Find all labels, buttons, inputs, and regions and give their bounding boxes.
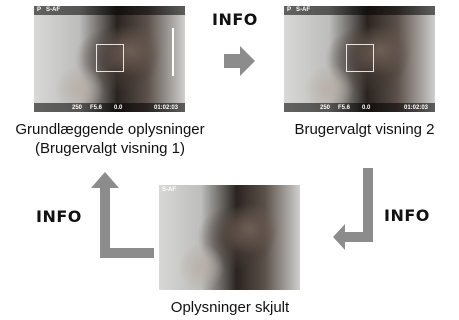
arrow-down-left-icon xyxy=(333,168,373,250)
caption-info-off: Oplysninger skjult xyxy=(170,299,290,316)
af-target xyxy=(346,44,374,72)
shutter-speed: 250 xyxy=(72,105,83,111)
mode-indicator: P xyxy=(287,7,292,13)
photo xyxy=(34,6,185,112)
bottom-info-bar xyxy=(34,103,185,112)
recording-time: 01:02:03 xyxy=(404,105,429,111)
caption-line-2: (Brugervalgt visning 1) xyxy=(34,140,186,157)
screen-basic-info: P S-AF 250 F5.6 0.0 01:02:03 xyxy=(34,6,185,112)
af-target xyxy=(96,44,124,72)
screen-info-off: S-AF xyxy=(159,185,300,290)
info-label-right: INFO xyxy=(384,206,430,225)
screen-custom-view-2: P S-AF 250 F5.6 0.0 01:02:03 xyxy=(284,6,435,112)
info-label-top: INFO xyxy=(212,10,258,29)
exposure-scale xyxy=(172,28,174,76)
top-info-bar xyxy=(34,6,185,15)
caption-custom-view-2: Brugervalgt visning 2 xyxy=(294,121,435,138)
photo xyxy=(159,185,300,290)
focus-mode: S-AF xyxy=(296,7,310,13)
mode-indicator: P xyxy=(37,7,42,13)
top-info-bar xyxy=(284,6,435,15)
aperture: F5.6 xyxy=(338,105,351,111)
caption-line-1: Grundlæggende oplysninger xyxy=(15,121,205,138)
shutter-speed: 250 xyxy=(320,105,331,111)
caption-basic-info: Grundlæggende oplysninger (Brugervalgt v… xyxy=(0,120,220,158)
arrow-up-icon xyxy=(91,172,154,258)
exposure-comp: 0.0 xyxy=(114,105,123,111)
aperture: F5.6 xyxy=(90,105,103,111)
focus-mode: S-AF xyxy=(162,187,176,193)
exposure-comp: 0.0 xyxy=(362,105,371,111)
focus-mode: S-AF xyxy=(46,7,60,13)
photo xyxy=(284,6,435,112)
arrow-right-icon xyxy=(224,46,255,76)
info-label-left: INFO xyxy=(36,207,82,226)
bottom-info-bar xyxy=(284,103,435,112)
recording-time: 01:02:03 xyxy=(154,105,179,111)
